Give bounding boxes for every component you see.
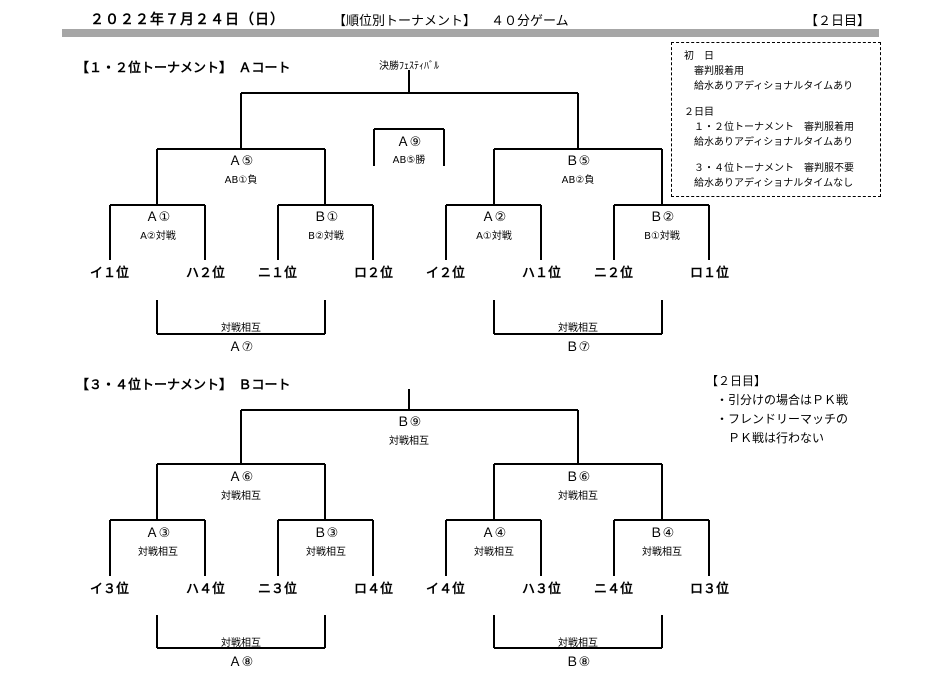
match-b7-label: Ｂ⑦ xyxy=(565,340,591,355)
match-a8-label: Ａ⑧ xyxy=(228,655,254,670)
team-label: ニ４位 xyxy=(594,582,634,597)
match-b6-sub: 対戦相互 xyxy=(558,491,598,502)
match-a4-sub: 対戦相互 xyxy=(474,547,514,558)
match-b9-sub: 対戦相互 xyxy=(389,436,429,447)
match-a8-sub: 対戦相互 xyxy=(221,638,261,649)
team-label: ロ１位 xyxy=(690,266,730,281)
match-a9-label: Ａ⑨ xyxy=(396,135,422,150)
notes-line: 給水ありアディショナルタイムあり xyxy=(684,137,854,148)
header-date: ２０２２年７月２４日（日） xyxy=(90,12,285,28)
tournament-a-title: 【１・２位トーナメント】 Ａコート xyxy=(76,61,291,76)
notes-day2-line: ＰＫ戦は行わない xyxy=(716,431,825,445)
header-day: 【２日目】 xyxy=(805,14,871,29)
match-a6-label: Ａ⑥ xyxy=(228,470,254,485)
notes-line: 給水ありアディショナルタイムなし xyxy=(684,178,854,189)
match-a5-label: Ａ⑤ xyxy=(228,154,254,169)
match-a7-sub: 対戦相互 xyxy=(221,323,261,334)
team-label: イ４位 xyxy=(426,582,466,597)
match-b5-label: Ｂ⑤ xyxy=(565,154,591,169)
notes-line: ３・４位トーナメント 審判服不要 xyxy=(684,163,854,174)
notes-line: 初 日 xyxy=(684,51,714,62)
match-b2-label: Ｂ② xyxy=(649,210,675,225)
team-label: ニ３位 xyxy=(258,582,298,597)
team-label: ハ１位 xyxy=(522,266,562,281)
team-label: ハ２位 xyxy=(186,266,226,281)
match-a5-sub: AB①負 xyxy=(224,175,258,186)
match-b4-label: Ｂ④ xyxy=(649,526,675,541)
team-label: ロ２位 xyxy=(354,266,394,281)
notes-line: 審判服着用 xyxy=(684,66,744,77)
match-b7-sub: 対戦相互 xyxy=(558,323,598,334)
team-label: ロ４位 xyxy=(354,582,394,597)
match-a9-sub: AB⑤勝 xyxy=(392,155,426,166)
final-festival-label: 決勝ﾌｪｽﾃｨﾊﾞﾙ xyxy=(379,61,439,72)
match-b1-sub: B②対戦 xyxy=(308,231,344,242)
notes-day2-title: 【２日目】 xyxy=(706,374,767,388)
team-label: ニ１位 xyxy=(258,266,298,281)
match-b3-sub: 対戦相互 xyxy=(306,547,346,558)
team-label: ニ２位 xyxy=(594,266,634,281)
match-b2-sub: B①対戦 xyxy=(644,231,680,242)
notes-box: 初 日 審判服着用 給水ありアディショナルタイムあり ２日目 １・２位トーナメン… xyxy=(671,42,881,197)
match-a1-label: Ａ① xyxy=(145,210,171,225)
team-label: イ１位 xyxy=(90,266,130,281)
header-format: ４０分ゲーム xyxy=(491,14,569,29)
notes-day2-line: ・フレンドリーマッチの xyxy=(716,412,849,426)
match-a7-label: Ａ⑦ xyxy=(228,340,254,355)
match-a3-label: Ａ③ xyxy=(145,526,171,541)
match-a1-sub: A②対戦 xyxy=(140,231,176,242)
match-a4-label: Ａ④ xyxy=(481,526,507,541)
match-b4-sub: 対戦相互 xyxy=(642,547,682,558)
header-divider xyxy=(62,29,879,37)
match-a2-label: Ａ② xyxy=(481,210,507,225)
match-a2-sub: A①対戦 xyxy=(476,231,512,242)
match-b8-label: Ｂ⑧ xyxy=(565,655,591,670)
team-label: イ３位 xyxy=(90,582,130,597)
match-b9-label: Ｂ⑨ xyxy=(396,415,422,430)
notes-line: １・２位トーナメント 審判服着用 xyxy=(684,122,854,133)
match-b3-label: Ｂ③ xyxy=(313,526,339,541)
match-b1-label: Ｂ① xyxy=(313,210,339,225)
match-b5-sub: AB②負 xyxy=(561,175,595,186)
tournament-b-title: 【３・４位トーナメント】 Ｂコート xyxy=(76,378,291,393)
notes-day2-line: ・引分けの場合はＰＫ戦 xyxy=(716,393,849,407)
match-b8-sub: 対戦相互 xyxy=(558,638,598,649)
team-label: ハ４位 xyxy=(186,582,226,597)
team-label: イ２位 xyxy=(426,266,466,281)
match-a3-sub: 対戦相互 xyxy=(138,547,178,558)
team-label: ロ３位 xyxy=(690,582,730,597)
match-a6-sub: 対戦相互 xyxy=(221,491,261,502)
notes-line: 給水ありアディショナルタイムあり xyxy=(684,81,854,92)
team-label: ハ３位 xyxy=(522,582,562,597)
notes-line: ２日目 xyxy=(684,107,714,118)
match-b6-label: Ｂ⑥ xyxy=(565,470,591,485)
header-title: 【順位別トーナメント】 xyxy=(333,14,477,29)
